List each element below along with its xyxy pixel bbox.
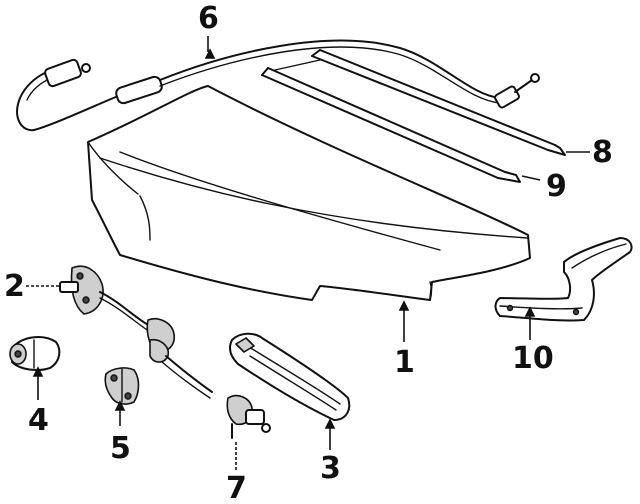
callout-7: 7 [226,471,247,504]
callout-2: 2 [4,269,25,304]
leader-lines [26,36,590,470]
callout-10: 10 [512,341,554,376]
callout-3: 3 [320,451,341,486]
callout-5: 5 [110,431,131,466]
callout-9: 9 [546,169,567,204]
trunk-lid [87,85,531,301]
torsion-bars [261,49,566,183]
trunk-latch [59,265,151,333]
callout-6: 6 [198,1,219,36]
callout-4: 4 [28,403,49,438]
callout-1: 1 [394,345,415,380]
trim-panel [229,332,351,421]
lock-switch [9,336,61,371]
release-cable [16,39,540,132]
trunk-hinge [494,237,633,322]
lock-cylinder-assembly [146,318,271,439]
callout-8: 8 [592,135,613,170]
latch-bracket [104,367,140,405]
